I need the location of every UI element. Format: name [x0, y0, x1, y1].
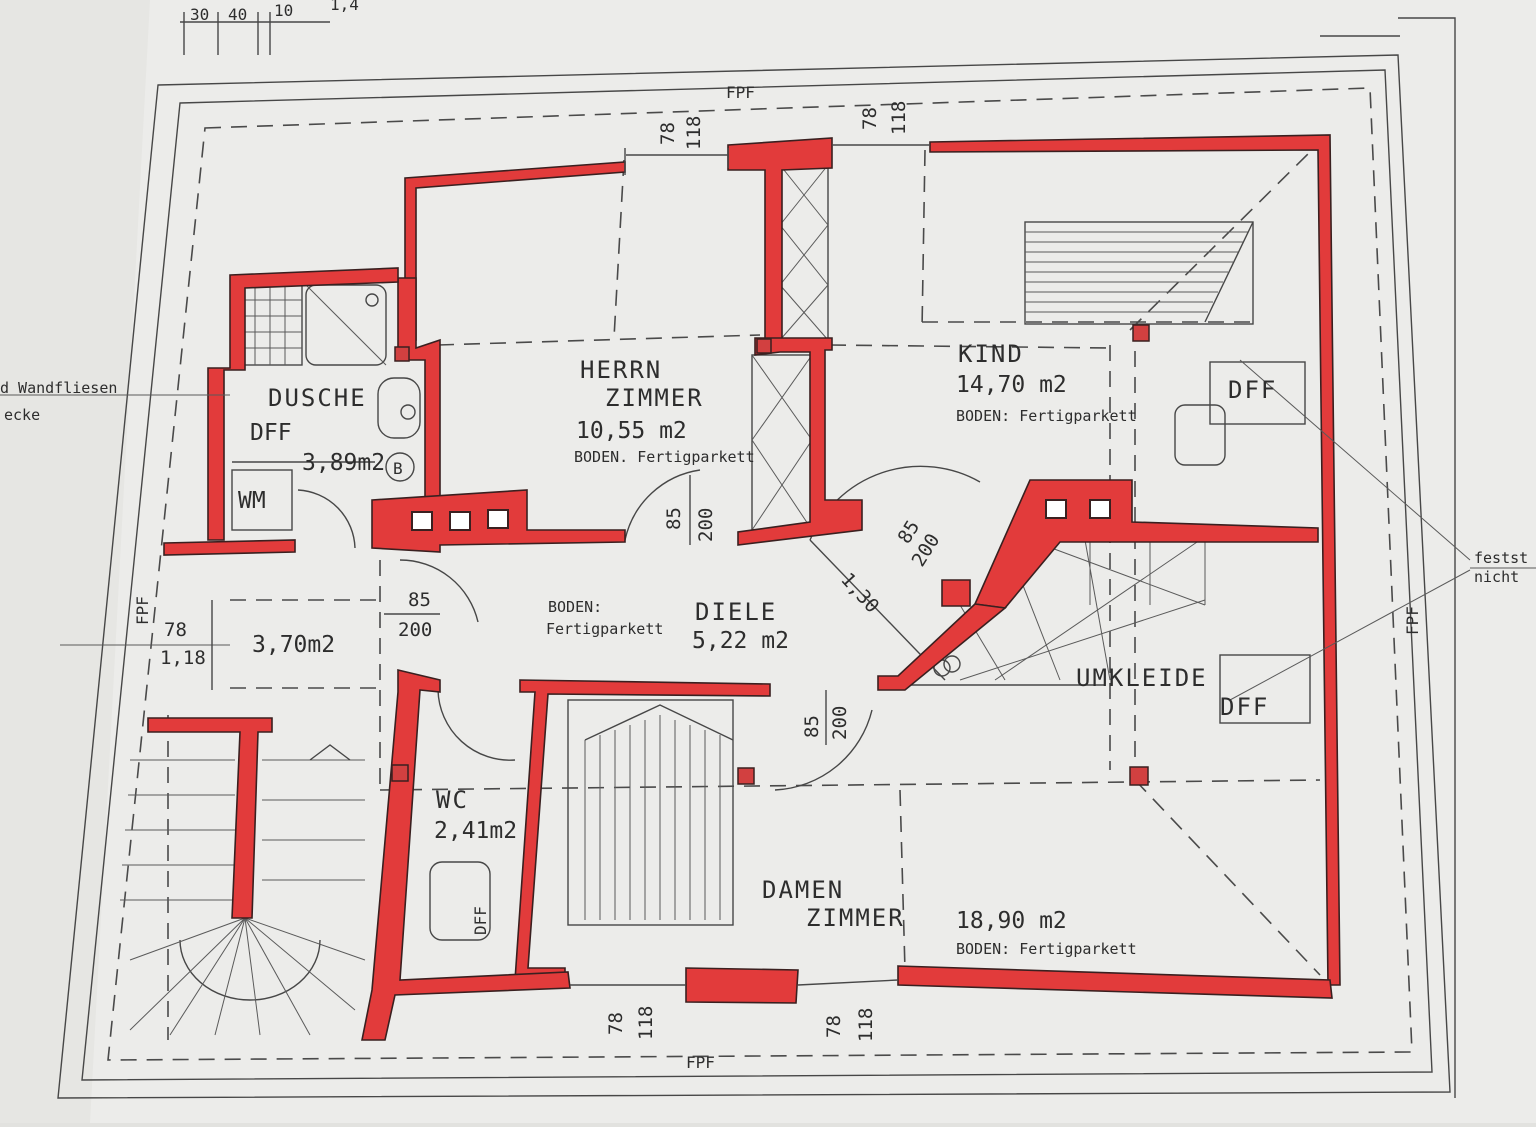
umkleide-name: UMKLEIDE — [1076, 664, 1208, 692]
fpf-bottom: FPF — [686, 1053, 715, 1072]
dusche-wm: WM — [238, 488, 266, 514]
outer-boundary — [57, 17, 1456, 1099]
d-herrn-b: 200 — [695, 508, 717, 542]
w-bot2-a: 78 — [823, 1015, 845, 1038]
fpf-left: FPF — [133, 596, 152, 625]
dusche-name: DUSCHE — [268, 384, 367, 412]
herrn-name1: HERRN — [580, 356, 662, 384]
kind-floor: BODEN: Fertigparkett — [956, 407, 1137, 425]
note-left2: ecke — [4, 406, 40, 424]
herrn-floor: BODEN. Fertigparkett — [574, 448, 755, 466]
stair-center — [567, 699, 734, 926]
w-bot2-b: 118 — [855, 1008, 877, 1042]
damen-name1: DAMEN — [762, 876, 844, 904]
dusche-area: 3,89m2 — [302, 450, 385, 476]
kind-area: 14,70 m2 — [956, 372, 1067, 398]
w-top2-b: 118 — [888, 101, 910, 135]
stair-kind — [1024, 221, 1254, 325]
fpf-top: FPF — [726, 83, 755, 102]
fixtures — [231, 361, 1311, 941]
d-flur-a: 85 — [408, 589, 431, 611]
w-bot1-b: 118 — [635, 1006, 657, 1040]
leader-lines — [0, 359, 1536, 701]
damen-name2: ZIMMER — [806, 904, 905, 932]
w-left-b: 1,18 — [160, 647, 206, 669]
dusche-b: B — [393, 459, 403, 478]
w-left-a: 78 — [164, 619, 187, 641]
w-top1-b: 118 — [683, 116, 705, 150]
diele-name: DIELE — [695, 598, 777, 626]
d-herrn-a: 85 — [663, 507, 685, 530]
w-top2-a: 78 — [859, 107, 881, 130]
wc-area: 2,41m2 — [434, 818, 517, 844]
herrn-area: 10,55 m2 — [576, 418, 687, 444]
damen-floor: BODEN: Fertigparkett — [956, 940, 1137, 958]
top-dimension-chain: 30 40 10 1,4 — [180, 0, 359, 55]
wc-dff: DFF — [471, 906, 490, 935]
fpf-right: FPF — [1403, 606, 1422, 635]
paper-left-margin — [0, 0, 150, 1123]
top-dim-a: 30 — [190, 5, 209, 24]
diele-floor1: BODEN: — [548, 598, 602, 616]
top-dim-c: 10 — [274, 1, 293, 20]
damen-area: 18,90 m2 — [956, 908, 1067, 934]
dusche-dff: DFF — [250, 420, 292, 446]
w-bot1-a: 78 — [605, 1012, 627, 1035]
note-left1: d Wandfliesen — [0, 379, 117, 397]
flue-squares — [391, 324, 1150, 786]
flur-area: 3,70m2 — [252, 632, 335, 658]
diele-area: 5,22 m2 — [692, 628, 789, 654]
top-dim-d: 1,4 — [330, 0, 359, 14]
note-right1: festst — [1474, 549, 1528, 567]
window-ticks — [570, 144, 930, 986]
note-right2: nicht — [1474, 568, 1519, 586]
kind-dff: DFF — [1228, 376, 1277, 404]
top-dim-b: 40 — [228, 5, 247, 24]
herrn-name2: ZIMMER — [605, 384, 704, 412]
kind-name: KIND — [958, 340, 1024, 368]
wc-name: WC — [436, 786, 469, 814]
d-damen-a: 85 — [801, 715, 823, 738]
d-damen-b: 200 — [829, 706, 851, 740]
diele-floor2: Fertigparkett — [546, 620, 663, 638]
stair-left — [120, 744, 366, 1036]
umkleide-dff: DFF — [1220, 693, 1269, 721]
d-flur-b: 200 — [398, 619, 432, 641]
w-top1-a: 78 — [657, 122, 679, 145]
